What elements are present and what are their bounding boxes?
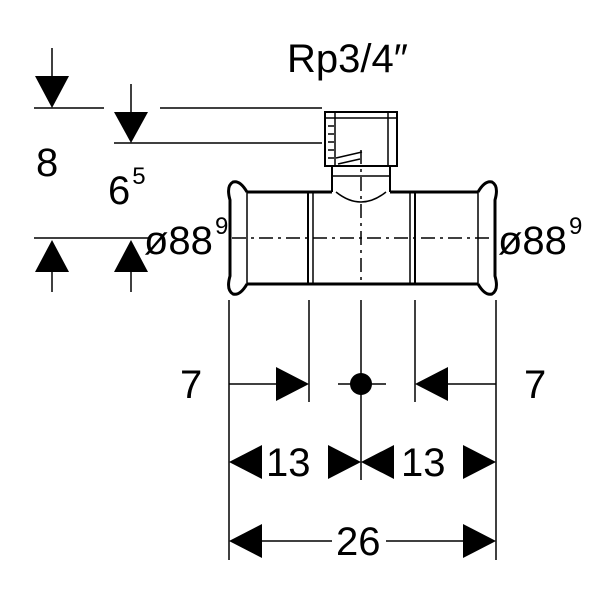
thread-mark-6 <box>335 151 363 159</box>
right-insertion-arrow <box>415 367 448 401</box>
half-length-dimension-group: 13 13 <box>229 441 496 485</box>
dim-6-base: 6 <box>108 169 130 213</box>
overall-left-arrow <box>229 524 262 558</box>
right-diameter-base: ø88 <box>498 219 567 263</box>
overall-right-arrow <box>463 524 496 558</box>
left-diameter-label: ø889 <box>144 213 228 263</box>
right-insertion-label: 7 <box>524 363 546 407</box>
insertion-dimension-group: 7 7 <box>180 363 546 407</box>
dim-8-bottom-arrow <box>35 240 69 272</box>
dim-6-sup: 5 <box>132 163 145 190</box>
thread-label: Rp3/4″ <box>287 37 408 81</box>
left-insertion-label: 7 <box>180 363 202 407</box>
right-diameter-label: ø889 <box>498 213 582 263</box>
branch-neck-inner <box>335 191 387 203</box>
dim-6-top-arrow <box>114 112 148 143</box>
half-right-arrow-a <box>361 445 394 479</box>
right-half-label: 13 <box>401 441 446 485</box>
dim-6-bottom-arrow <box>114 240 148 272</box>
dim-6-label: 65 <box>108 163 146 213</box>
right-diameter-sup: 9 <box>569 213 582 240</box>
left-half-label: 13 <box>266 441 311 485</box>
left-insertion-arrow <box>276 367 309 401</box>
branch-socket <box>324 111 398 167</box>
overall-length-label: 26 <box>336 520 381 564</box>
dim-8-top-arrow <box>35 76 69 108</box>
left-diameter-sup: 9 <box>215 213 228 240</box>
left-diameter-base: ø88 <box>144 219 213 263</box>
left-dimension-group: 8 65 <box>34 48 322 292</box>
half-right-arrow-b <box>463 445 496 479</box>
overall-length-dimension-group: 26 <box>229 520 496 564</box>
tee-body <box>227 111 498 296</box>
half-left-arrow-b <box>328 445 361 479</box>
thread-mark-7 <box>337 158 361 165</box>
half-left-arrow-a <box>229 445 262 479</box>
branch-neck <box>331 166 391 192</box>
left-press-end <box>227 180 249 296</box>
dim-8-label: 8 <box>36 141 58 185</box>
